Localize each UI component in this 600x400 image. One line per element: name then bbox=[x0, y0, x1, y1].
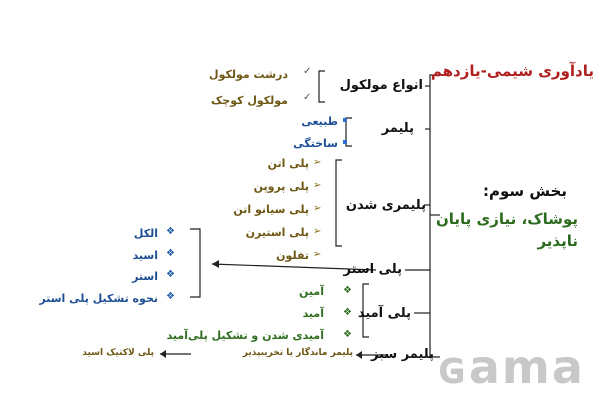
square-bullet-icon bbox=[343, 140, 347, 144]
diamond-bullet-icon: ❖ bbox=[166, 269, 175, 280]
polymerization-item-4: پلی استیرن bbox=[245, 226, 309, 239]
diamond-bullet-icon: ❖ bbox=[343, 307, 352, 318]
polyester-arrow bbox=[211, 263, 377, 271]
watermark-logo: ɢama bbox=[438, 340, 585, 394]
polymerization-item-2: پلی پروپن bbox=[253, 180, 309, 193]
square-bullet-icon bbox=[343, 118, 347, 122]
node-polyamide-label: پلی آمید bbox=[357, 306, 411, 321]
arrow-bullet-icon: ➢ bbox=[313, 203, 322, 214]
diamond-bullet-icon: ❖ bbox=[166, 248, 175, 259]
node-polymerization-label: پلیمری شدن bbox=[345, 198, 426, 213]
arrow-bullet-icon: ➢ bbox=[313, 249, 322, 260]
polyester-bracket bbox=[190, 228, 201, 298]
polymerization-bracket bbox=[335, 159, 342, 247]
green-arrowhead-1 bbox=[356, 351, 362, 359]
polymerization-item-5: تفلون bbox=[276, 249, 309, 262]
anva-item-2: مولکول کوچک bbox=[211, 94, 288, 107]
diamond-bullet-icon: ❖ bbox=[166, 226, 175, 237]
title-bracket bbox=[429, 74, 440, 358]
check-icon: ✓ bbox=[303, 66, 312, 77]
polyester-item-2: اسید bbox=[132, 249, 158, 262]
arrow-bullet-icon: ➢ bbox=[313, 226, 322, 237]
diamond-bullet-icon: ❖ bbox=[343, 285, 352, 296]
arrow-bullet-icon: ➢ bbox=[313, 157, 322, 168]
polyester-item-1: الکل bbox=[133, 227, 158, 240]
polymer-item-2: ساختگی bbox=[293, 137, 338, 150]
polymerization-item-3: پلی سیانو اتن bbox=[233, 203, 309, 216]
polymer-item-1: طبیعی bbox=[301, 115, 338, 128]
polyester-item-4: نحوه تشکیل پلی استر bbox=[39, 292, 158, 305]
page-title: یادآوری شیمی-یازدهم bbox=[430, 62, 594, 80]
node-polyester-label: پلی استر bbox=[343, 262, 403, 277]
polymer-bracket bbox=[345, 117, 352, 147]
green-polymer-sub: پلیمر ماندگار یا تخریبپذیر bbox=[242, 348, 353, 358]
polyester-arrowhead bbox=[212, 260, 219, 268]
green-arrowhead-2 bbox=[160, 350, 166, 358]
diamond-bullet-icon: ❖ bbox=[166, 291, 175, 302]
section-body: پوشاک، نیازی پایان ناپذیر bbox=[435, 210, 578, 250]
anva-bracket bbox=[318, 70, 325, 103]
polyester-item-3: استر bbox=[132, 270, 158, 283]
diamond-bullet-icon: ❖ bbox=[343, 329, 352, 340]
polyamide-item-3: آمیدی شدن و تشکیل پلی‌آمید bbox=[166, 329, 324, 342]
polymerization-item-1: پلی اتن bbox=[267, 157, 309, 170]
node-anva-label: انواع مولکول bbox=[339, 78, 423, 93]
node-polymer-label: پلیمر bbox=[381, 121, 414, 136]
arrow-bullet-icon: ➢ bbox=[313, 180, 322, 191]
anva-item-1: درشت مولکول bbox=[209, 68, 288, 81]
polyamide-bracket bbox=[362, 283, 369, 338]
green-polymer-sub2: پلی لاکتیک اسید bbox=[82, 348, 154, 358]
node-green-polymer-label: پلیمر سبز bbox=[370, 347, 434, 362]
polyamide-item-1: آمین bbox=[299, 285, 324, 298]
polyamide-item-2: آمید bbox=[302, 307, 324, 320]
section-heading: بخش سوم: bbox=[482, 182, 567, 200]
check-icon: ✓ bbox=[303, 92, 312, 103]
